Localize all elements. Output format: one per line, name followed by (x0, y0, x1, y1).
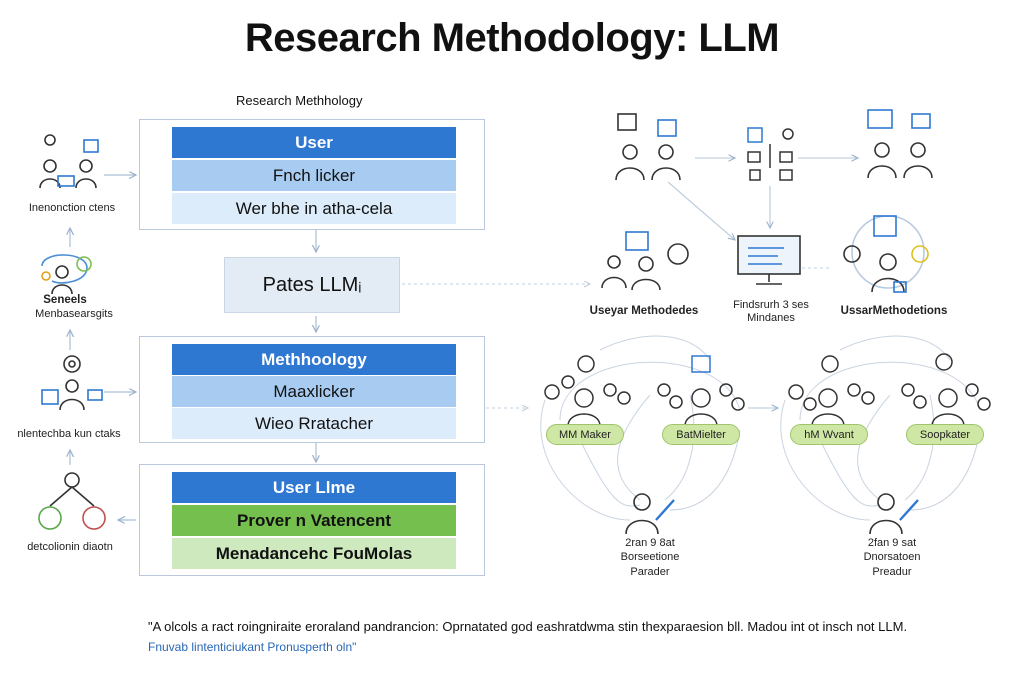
network-node-icon (38, 472, 106, 530)
left-label-3: Menbasearsgits (35, 308, 113, 320)
right-bottom-left-line-1: 2ran 9 8at (625, 537, 675, 549)
gear-cluster-person-icon (843, 215, 929, 293)
footnote: "A olcols a ract roingniraite eroraland … (148, 619, 908, 634)
writing-person-icon (625, 493, 675, 535)
monitor-icon (737, 235, 801, 285)
left-label-5: detcolionin diaotn (27, 541, 113, 553)
panel-user-llm-row-3: Menadancehc FouMolas (172, 538, 456, 569)
left-label-1: Inenonction ctens (28, 202, 116, 214)
team-icon (615, 113, 681, 181)
panel-methodology-row-3: Wieo Rratacher (172, 408, 456, 439)
right-bottom-right-line-2: Dnorsatoen (863, 551, 921, 563)
right-mid-label-3: UssarMethodetions (840, 305, 948, 317)
panel-user-row-1: User (172, 127, 456, 158)
writing-person-icon (869, 493, 919, 535)
pill-2: BatMielter (662, 424, 740, 445)
right-bottom-left-line-3: Parader (630, 566, 670, 578)
panel-user-row-2: Fnch licker (172, 160, 456, 191)
page-title: Research Methodology: LLM (244, 16, 780, 60)
panel-methodology-row-2: Maaxlicker (172, 376, 456, 407)
gear-cluster-person-icon (788, 353, 991, 426)
right-bottom-left-line-2: Borseetione (620, 551, 680, 563)
panel-user-llm: User Llme Prover n Vatencent Menadancehc… (139, 464, 485, 576)
left-label-4: nlentechba kun ctaks (17, 428, 121, 440)
panel-user: User Fnch licker Wer bhe in atha-cela (139, 119, 485, 230)
panel-methodology-row-1: Methhoology (172, 344, 456, 375)
panel-user-llm-row-1: User Llme (172, 472, 456, 503)
pill-3: hM Wvant (790, 424, 868, 445)
right-mid-label-2: Findsrurh 3 ses Mindanes (733, 299, 809, 324)
pill-4: Soopkater (906, 424, 984, 445)
idea-person-icon (41, 254, 92, 295)
panel-user-llm-row-2: Prover n Vatencent (172, 505, 456, 536)
panel-user-row-3: Wer bhe in atha-cela (172, 193, 456, 224)
left-label-2: Seneels (43, 294, 87, 306)
pill-1: MM Maker (546, 424, 624, 445)
team-icon (867, 109, 933, 179)
center-heading: Research Methhology (236, 93, 363, 108)
gear-cluster-person-icon (544, 355, 745, 426)
network-node-icon (747, 127, 794, 181)
right-bottom-right-line-3: Preadur (872, 566, 912, 578)
settings-person-icon (41, 355, 103, 411)
llm-box: Pates LLMᵢ (224, 257, 400, 313)
team-icon (39, 134, 99, 189)
idea-person-icon (601, 231, 689, 291)
right-bottom-right-line-1: 2fan 9 sat (867, 537, 917, 549)
right-mid-label-1: Useyar Methodedes (589, 305, 699, 317)
footnote-link[interactable]: Fnuvab lintenticiukant Pronusperth oln" (148, 640, 357, 654)
panel-methodology: Methhoology Maaxlicker Wieo Rratacher (139, 336, 485, 443)
